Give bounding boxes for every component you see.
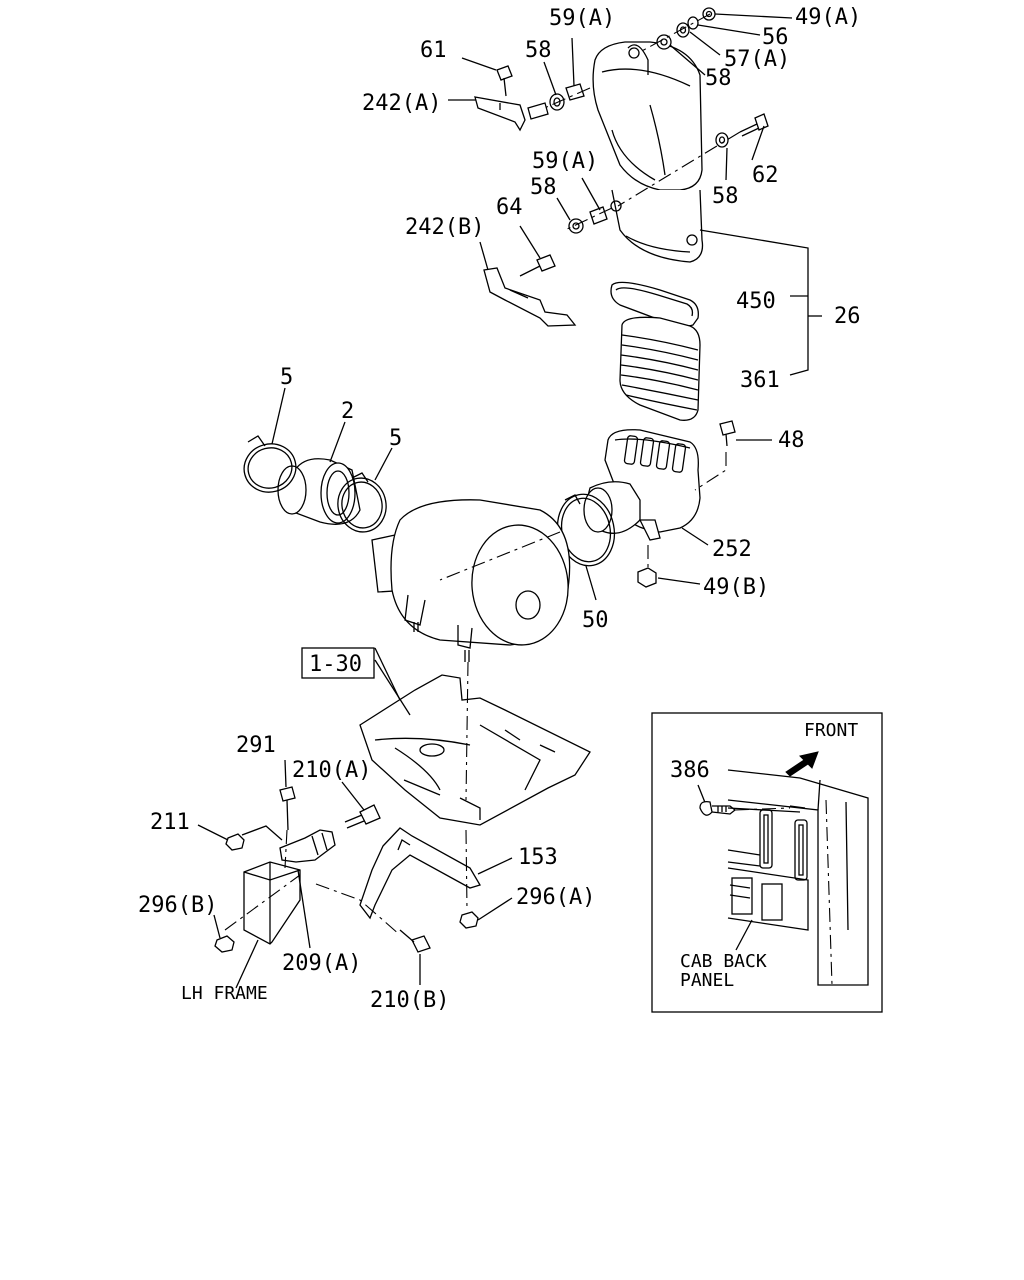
inset-detail: FRONT 386 CAB BACK PANEL	[651, 712, 883, 1013]
callout-labels: 49(A) 56 57(A) 58 59(A) 58 61 242(A) 62 …	[138, 5, 861, 1013]
label-211: 211	[150, 810, 190, 835]
label-242a: 242(A)	[362, 91, 441, 116]
callout-box-1-30	[301, 647, 375, 679]
bellows-361	[619, 316, 701, 421]
label-56: 56	[762, 25, 789, 50]
air-cleaner	[371, 499, 571, 662]
label-5-left: 5	[280, 365, 293, 390]
label-57a: 57(A)	[724, 47, 790, 72]
label-58-right: 58	[712, 184, 739, 209]
label-62: 62	[752, 163, 779, 188]
elbow-252	[583, 420, 736, 588]
label-252: 252	[712, 537, 752, 562]
lh-frame	[214, 786, 381, 953]
hose-2	[277, 458, 361, 525]
inset-front-label: FRONT	[804, 720, 858, 741]
top-fasteners	[474, 7, 769, 234]
clamp-5-right	[337, 472, 387, 533]
label-26: 26	[834, 304, 861, 329]
bracket-242b	[483, 254, 577, 327]
upper-duct	[592, 41, 704, 263]
label-59a-top: 59(A)	[549, 6, 615, 31]
label-450: 450	[736, 289, 776, 314]
label-291: 291	[236, 733, 276, 758]
label-61: 61	[420, 38, 447, 63]
label-48: 48	[778, 428, 805, 453]
label-1-30: 1-30	[309, 652, 362, 677]
label-210b: 210(B)	[370, 988, 449, 1013]
mounting-plate	[359, 661, 591, 826]
label-361: 361	[740, 368, 780, 393]
label-58-mid: 58	[530, 175, 557, 200]
bracket-153	[315, 827, 481, 953]
label-49a: 49(A)	[795, 5, 861, 30]
clamp-5-left	[243, 435, 297, 493]
inset-label-386: 386	[670, 758, 710, 783]
label-lh-frame: LH FRAME	[181, 983, 268, 1004]
label-209a: 209(A)	[282, 951, 361, 976]
inset-cab-back-label: CAB BACK	[680, 951, 767, 972]
front-arrow-icon	[785, 751, 819, 777]
clamp-450	[610, 281, 699, 327]
bracket-26	[699, 229, 822, 376]
leader-lines	[197, 13, 793, 989]
label-242b: 242(B)	[405, 215, 484, 240]
label-296a: 296(A)	[516, 885, 595, 910]
label-58-top-right: 58	[705, 66, 732, 91]
label-49b: 49(B)	[703, 575, 769, 600]
label-296b: 296(B)	[138, 893, 217, 918]
label-5-right: 5	[389, 426, 402, 451]
label-58-top-left: 58	[525, 38, 552, 63]
label-59a-mid: 59(A)	[532, 149, 598, 174]
label-153: 153	[518, 845, 558, 870]
label-50: 50	[582, 608, 609, 633]
label-64: 64	[496, 195, 523, 220]
label-210a: 210(A)	[292, 758, 371, 783]
label-2: 2	[341, 399, 354, 424]
inset-panel-label: PANEL	[680, 970, 734, 991]
